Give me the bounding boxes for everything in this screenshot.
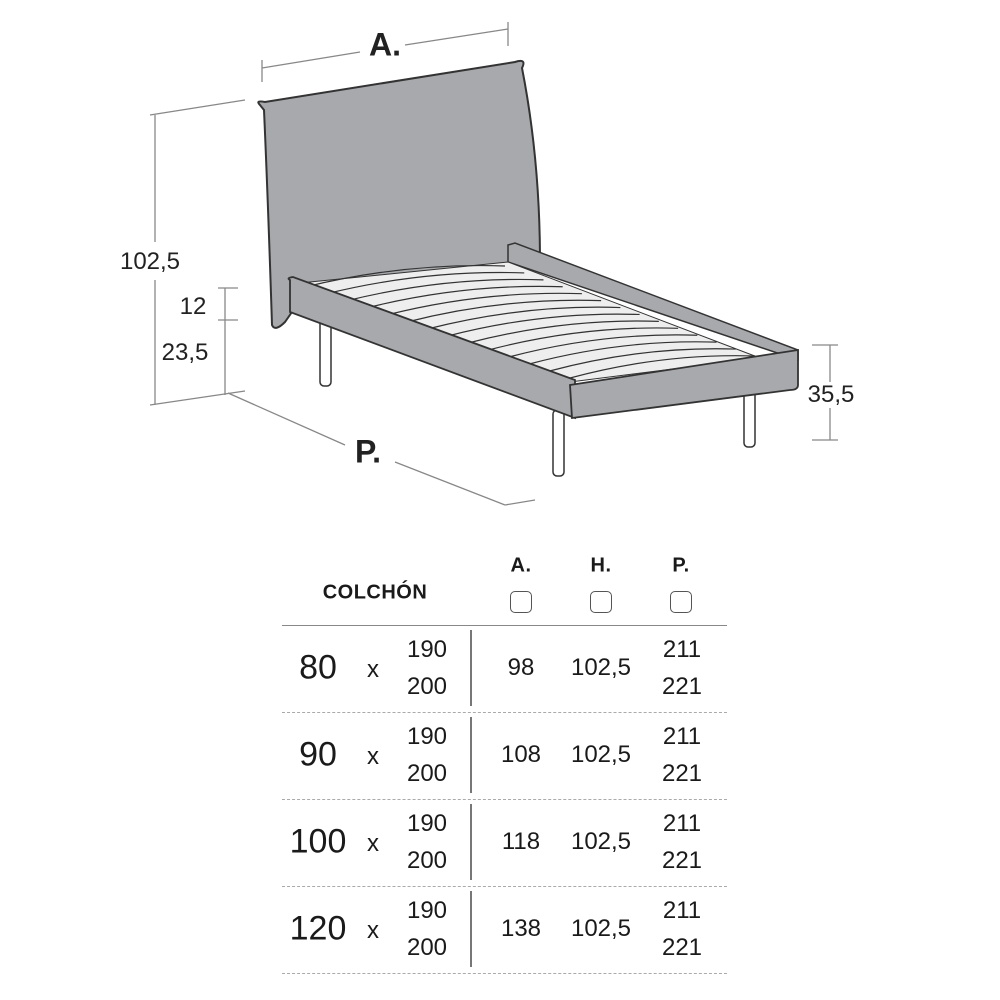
mattress-width: 90 bbox=[299, 735, 337, 774]
slat bbox=[386, 292, 582, 316]
mattress-length: 200 bbox=[406, 673, 448, 700]
slat bbox=[488, 327, 679, 351]
bed-height: 102,5 bbox=[570, 654, 632, 681]
foot-rail bbox=[569, 348, 799, 420]
bed-width: 98 bbox=[507, 654, 535, 681]
mattress-length: 190 bbox=[406, 810, 448, 837]
mattress-header: COLCHÓN bbox=[322, 581, 428, 604]
mattress-width: 80 bbox=[299, 648, 337, 687]
slat bbox=[325, 271, 525, 295]
mattress-length: 190 bbox=[406, 723, 448, 750]
column-divider bbox=[470, 891, 472, 967]
bed-height: 102,5 bbox=[570, 915, 632, 942]
mattress-length: 190 bbox=[406, 636, 448, 663]
foot-height-label: 35,5 bbox=[807, 381, 855, 408]
slat bbox=[569, 355, 756, 379]
depth-label: P. bbox=[354, 433, 382, 470]
slat bbox=[529, 341, 717, 365]
slat bbox=[549, 348, 736, 372]
bed-depth: 221 bbox=[661, 934, 703, 961]
mattress-length: 200 bbox=[406, 934, 448, 961]
bed-depth: 221 bbox=[661, 760, 703, 787]
slat bbox=[447, 313, 640, 337]
row-divider bbox=[282, 799, 727, 800]
bed-depth: 221 bbox=[661, 847, 703, 874]
checkbox-h[interactable] bbox=[590, 591, 612, 613]
column-divider bbox=[470, 717, 472, 793]
bed-depth: 211 bbox=[662, 723, 702, 750]
bed-width: 118 bbox=[501, 828, 541, 855]
header-divider bbox=[282, 625, 727, 626]
checkbox-p[interactable] bbox=[670, 591, 692, 613]
slat bbox=[467, 320, 659, 344]
mattress-width: 120 bbox=[289, 909, 347, 948]
mattress-length: 200 bbox=[406, 847, 448, 874]
col-header-a: A. bbox=[510, 554, 532, 577]
slat bbox=[508, 334, 698, 358]
slats bbox=[304, 264, 756, 379]
slat bbox=[427, 306, 621, 330]
bed-height: 102,5 bbox=[570, 741, 632, 768]
slat bbox=[345, 278, 544, 302]
slat bbox=[366, 285, 563, 309]
row-divider bbox=[282, 973, 727, 974]
bed-width: 108 bbox=[500, 741, 542, 768]
bed-height: 102,5 bbox=[570, 828, 632, 855]
times-sign: x bbox=[367, 656, 379, 683]
column-divider bbox=[470, 630, 472, 706]
row-divider bbox=[282, 886, 727, 887]
bed-drawing bbox=[149, 22, 838, 506]
bed-width: 138 bbox=[500, 915, 542, 942]
mattress-length: 200 bbox=[406, 760, 448, 787]
times-sign: x bbox=[367, 743, 379, 770]
bed-depth: 211 bbox=[662, 897, 702, 924]
column-divider bbox=[470, 804, 472, 880]
bed-depth: 211 bbox=[662, 810, 702, 837]
mattress-length: 190 bbox=[406, 897, 448, 924]
width-label: A. bbox=[369, 26, 401, 63]
col-header-p: P. bbox=[672, 554, 690, 577]
checkbox-a[interactable] bbox=[510, 591, 532, 613]
bed-depth: 221 bbox=[661, 673, 703, 700]
bed-depth: 211 bbox=[662, 636, 702, 663]
slat bbox=[304, 264, 506, 288]
dimension-lines bbox=[149, 22, 838, 506]
slat bbox=[406, 299, 602, 323]
total-height-label: 102,5 bbox=[119, 248, 181, 275]
times-sign: x bbox=[367, 917, 379, 944]
frame-height-label: 12 bbox=[179, 293, 207, 320]
col-header-h: H. bbox=[590, 554, 612, 577]
leg-height-label: 23,5 bbox=[161, 339, 209, 366]
row-divider bbox=[282, 712, 727, 713]
times-sign: x bbox=[367, 830, 379, 857]
mattress-width: 100 bbox=[289, 822, 347, 861]
